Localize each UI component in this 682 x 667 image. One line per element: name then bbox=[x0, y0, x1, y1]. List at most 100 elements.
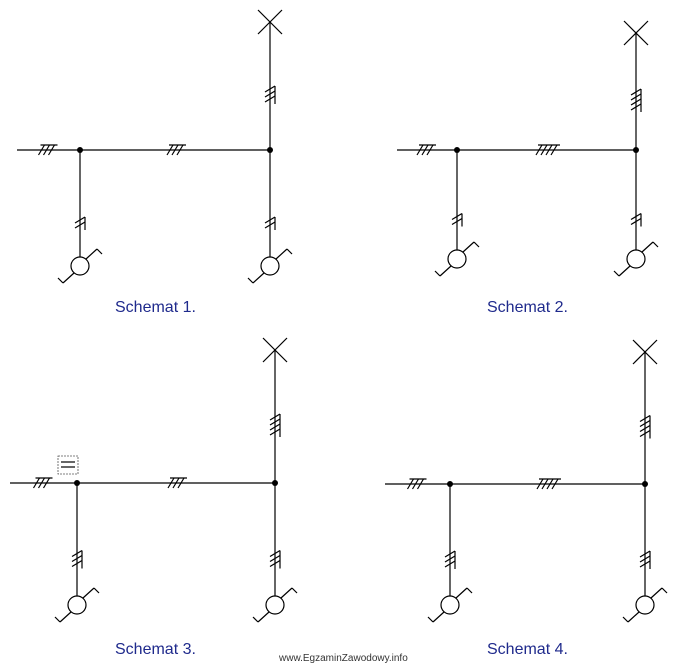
conductor-mark bbox=[264, 216, 276, 224]
conductor-mark bbox=[444, 555, 456, 563]
conductor-mark bbox=[47, 144, 56, 156]
socket-stem-right bbox=[82, 587, 95, 599]
conductor-mark bbox=[166, 144, 174, 156]
conductor-mark bbox=[74, 216, 86, 224]
conductor-mark bbox=[167, 477, 175, 489]
schematic-4-caption: Schemat 4. bbox=[487, 641, 568, 658]
conductor-mark bbox=[269, 413, 281, 421]
conductor-mark bbox=[416, 478, 425, 490]
run-conductor-marks bbox=[536, 478, 561, 490]
schematic-4 bbox=[385, 339, 668, 623]
conductor-mark bbox=[37, 144, 46, 156]
socket-circle bbox=[440, 595, 460, 615]
conductor-mark bbox=[630, 212, 642, 221]
right-drop-conductor-marks bbox=[269, 549, 281, 569]
socket-hook-left bbox=[247, 277, 254, 284]
conductor-mark bbox=[71, 554, 83, 563]
conductor-mark bbox=[269, 428, 281, 436]
conductor-mark bbox=[630, 98, 642, 106]
conductor-mark bbox=[264, 221, 276, 229]
socket-stem-left bbox=[618, 265, 631, 277]
lamp-cross-b bbox=[262, 337, 288, 363]
conductor-mark bbox=[451, 217, 463, 226]
socket-symbol-right bbox=[613, 241, 659, 277]
socket-stem-left bbox=[59, 611, 72, 623]
conductor-mark bbox=[176, 144, 184, 156]
conductor-mark bbox=[444, 550, 456, 558]
right-drop-conductor-marks bbox=[264, 216, 276, 230]
socket-stem-right bbox=[455, 587, 468, 599]
left-drop-conductor-marks bbox=[74, 216, 86, 230]
schematic-2-caption: Schemat 2. bbox=[487, 299, 568, 316]
junction-dot-left bbox=[447, 481, 453, 487]
socket-hook-left bbox=[613, 270, 620, 277]
socket-circle bbox=[260, 256, 280, 276]
left-drop-conductor-marks bbox=[444, 550, 456, 569]
lamp-symbol bbox=[257, 9, 283, 35]
conductor-mark bbox=[172, 477, 180, 489]
up-conductor-marks bbox=[630, 88, 642, 112]
socket-symbol-right bbox=[252, 587, 298, 623]
socket-circle bbox=[70, 256, 90, 276]
up-conductor-marks bbox=[264, 85, 276, 104]
conductor-mark bbox=[264, 90, 276, 98]
conductor-mark bbox=[630, 93, 642, 101]
conductor-mark bbox=[639, 419, 651, 428]
junction-dot-left bbox=[454, 147, 460, 153]
lamp-cross-b bbox=[632, 339, 658, 365]
junction-dot-left bbox=[77, 147, 83, 153]
conductor-mark bbox=[546, 478, 554, 490]
conductor-mark bbox=[630, 88, 642, 96]
conductor-mark bbox=[171, 144, 179, 156]
socket-circle bbox=[67, 595, 87, 615]
junction-dot-left bbox=[74, 480, 80, 486]
conductor-mark bbox=[71, 559, 83, 568]
socket-stem-left bbox=[439, 265, 452, 277]
right-drop-conductor-marks bbox=[639, 550, 651, 569]
socket-hook-left bbox=[252, 616, 259, 623]
junction-dot-right bbox=[633, 147, 639, 153]
conductor-mark bbox=[545, 144, 553, 156]
socket-hook-right bbox=[291, 587, 298, 594]
socket-hook-left bbox=[57, 277, 64, 284]
watermark: www.EgzaminZawodowy.info bbox=[279, 653, 408, 664]
right-drop-conductor-marks bbox=[630, 212, 642, 227]
conductor-mark bbox=[264, 95, 276, 103]
run-conductor-marks bbox=[167, 477, 187, 489]
conductor-mark bbox=[535, 144, 543, 156]
socket-hook-right bbox=[96, 248, 103, 255]
conductor-mark bbox=[37, 477, 46, 489]
conductor-mark bbox=[630, 103, 642, 111]
conductor-mark bbox=[74, 221, 86, 229]
socket-symbol-right bbox=[622, 587, 668, 623]
feed-conductor-marks bbox=[406, 478, 427, 490]
socket-symbol-left bbox=[434, 241, 480, 277]
socket-stem-left bbox=[432, 611, 445, 623]
socket-hook-left bbox=[54, 616, 61, 623]
conductor-mark bbox=[451, 212, 463, 221]
socket-symbol-right bbox=[247, 248, 293, 284]
socket-circle bbox=[447, 249, 467, 269]
schematic-1-caption: Schemat 1. bbox=[115, 299, 196, 316]
socket-stem-right bbox=[280, 587, 293, 599]
conductor-mark bbox=[639, 550, 651, 558]
junction-dot-right bbox=[642, 481, 648, 487]
socket-hook-right bbox=[466, 587, 473, 594]
schematic-3 bbox=[10, 337, 298, 623]
feed-conductor-marks bbox=[32, 477, 53, 489]
socket-circle bbox=[265, 595, 285, 615]
conductor-mark bbox=[42, 144, 51, 156]
feed-conductor-marks bbox=[416, 144, 436, 156]
socket-stem-right bbox=[85, 248, 98, 260]
schematic-3-caption: Schemat 3. bbox=[115, 641, 196, 658]
socket-symbol-left bbox=[54, 587, 100, 623]
junction-dot-right bbox=[267, 147, 273, 153]
conductor-mark bbox=[551, 478, 559, 490]
socket-stem-left bbox=[627, 611, 640, 623]
conductor-mark bbox=[639, 424, 651, 433]
feed-conductor-marks bbox=[37, 144, 58, 156]
socket-stem-left bbox=[252, 272, 265, 284]
conductor-mark bbox=[536, 478, 544, 490]
socket-stem-right bbox=[650, 587, 663, 599]
